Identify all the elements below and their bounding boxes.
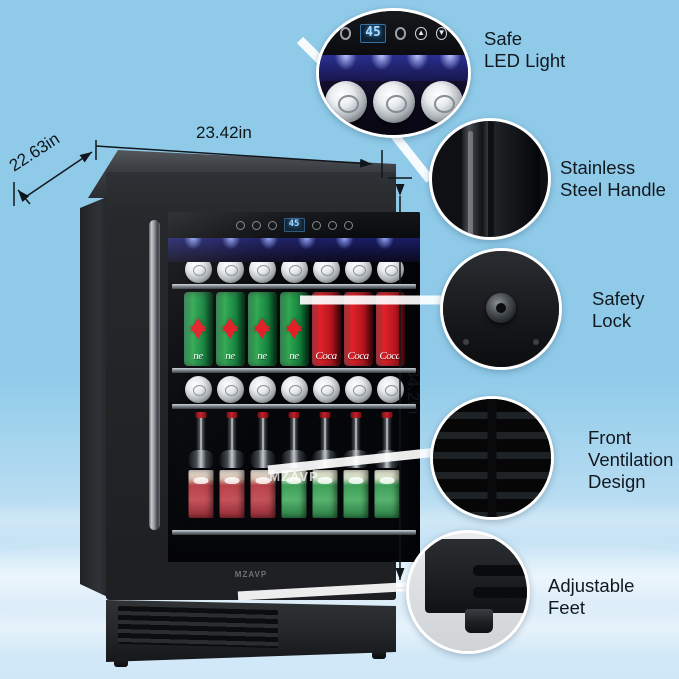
beer-bottle [188,412,215,518]
feature-label-feet: Adjustable Feet [548,575,635,618]
shelf-divider-1 [172,284,416,289]
led-light-strip [168,238,420,262]
temperature-display: 45 [283,218,305,232]
green-can: ne [247,292,277,366]
lock-icon[interactable] [343,220,353,230]
control-panel[interactable]: 45 [168,212,420,238]
callout-ventilation [430,396,554,520]
height-label: 34.2in [404,368,423,414]
callout-handle [429,118,551,240]
door-brand-badge: MZAVP [234,570,268,579]
callout-cans [319,81,468,135]
shelf-3-cans [168,376,420,403]
can-top [216,376,244,403]
can-top [344,376,372,403]
power-icon [319,26,331,40]
up-chevron-icon: ▲ [415,26,427,40]
lock-icon [486,293,516,323]
can-top [372,81,415,123]
up-chevron-icon[interactable] [311,220,321,230]
mode-icon[interactable] [267,220,277,230]
can-top [324,81,367,123]
callout-lock [440,248,562,370]
callout-led-light: 45 ▲ ▼ [316,8,471,138]
green-can: ne [215,292,245,366]
can-top [184,376,212,403]
can-top [420,81,463,123]
door-handle[interactable] [149,220,160,530]
feature-label-handle: Stainless Steel Handle [560,157,666,200]
depth-label: 22.63in [6,129,63,175]
callout-temperature-display: 45 [360,23,386,43]
foot-icon [465,609,493,633]
callout-leaders [237,36,446,601]
power-icon[interactable] [235,220,245,230]
lock-icon [456,26,468,40]
can-top [248,376,276,403]
depth-dimension: 22.63in [6,129,93,206]
light-icon[interactable] [251,220,261,230]
feature-label-led: Safe LED Light [484,28,566,71]
shelf-divider-4 [172,530,416,535]
adjustable-foot-right [372,650,386,659]
can-top [312,376,340,403]
adjustable-foot-left [114,658,128,667]
shelf-4-bottles [168,412,420,518]
can-top [280,376,308,403]
down-chevron-icon[interactable] [327,220,337,230]
shelf-divider-2 [172,368,416,373]
callout-feet [406,530,530,654]
width-label: 23.42in [196,123,252,142]
feature-label-vent: Front Ventilation Design [588,427,674,492]
beer-bottle [281,412,308,518]
callout-control-panel: 45 ▲ ▼ [319,11,468,55]
mode-icon [394,26,407,40]
green-can: ne [183,292,213,366]
down-chevron-icon: ▼ [435,26,448,40]
width-dimension: 23.42in [95,123,383,178]
feature-label-lock: Safety Lock [592,288,645,331]
beer-bottle [219,412,246,518]
brand-watermark: MZAVP [269,469,319,484]
shelf-divider-3 [172,404,416,409]
beer-bottle [250,412,277,518]
light-icon [339,26,352,40]
